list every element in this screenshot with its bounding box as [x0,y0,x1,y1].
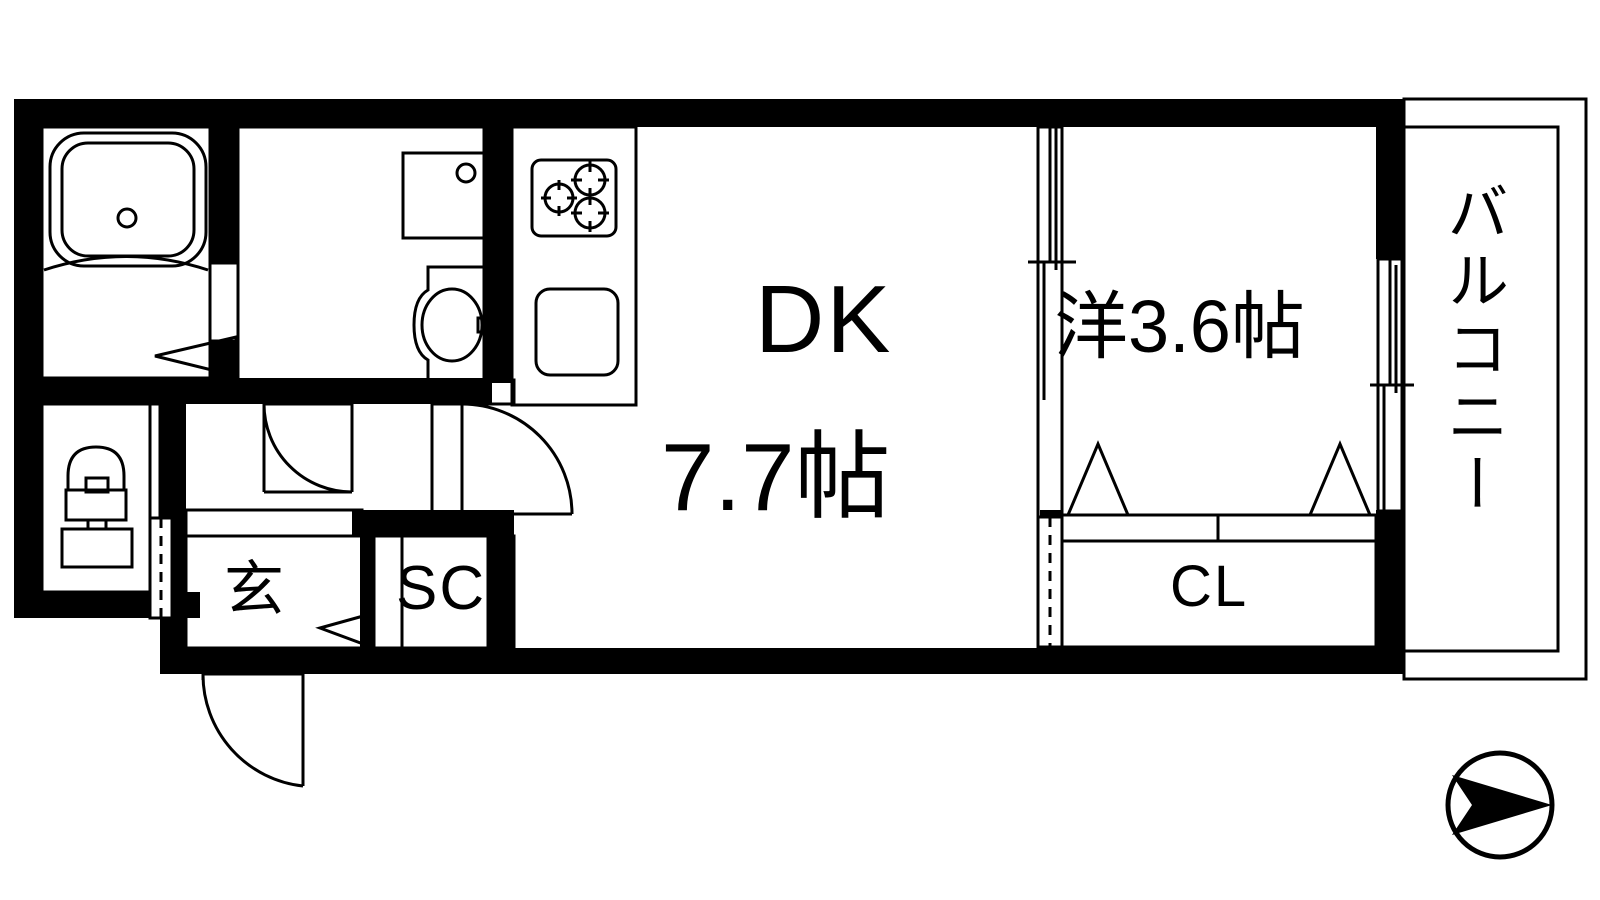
washroom-door-icon [262,378,354,494]
thin-line-group [40,97,1588,788]
hall-door-icon [430,378,574,516]
compass-rose [1445,750,1555,860]
room-label-dk: DK [755,266,893,373]
bath-door-icon [154,261,240,378]
wall-group [14,99,1404,674]
toilet-sliding-door-icon [148,398,174,620]
gas-stove-icon [530,158,618,238]
washing-machine-pan-icon [401,151,486,240]
toilet-room-outline [40,402,162,594]
entrance-door-icon [201,648,305,788]
room-label-balcony: バルコニー [1437,180,1506,520]
room-label-closet: CL [1170,554,1249,619]
kitchen-counter-outline [510,125,638,407]
vanity-sink-icon [412,265,494,385]
kitchen-sink-icon [534,287,620,377]
closet-folding-doors-icon [1060,440,1378,543]
toilet-icon [60,445,134,569]
burner-1 [541,180,577,216]
room-label-western-room: 洋3.6帖 [1054,285,1305,368]
room-area-dk: 7.7帖 [661,424,891,531]
burner-3 [571,194,609,232]
burner-2 [571,161,609,199]
balcony-sliding-door-icon [1370,257,1414,513]
room-label-entrance: 玄 [224,556,284,623]
bathtub-icon [43,131,209,272]
dk-bedroom-partition-icon [1028,125,1076,649]
genkan-outline [184,508,490,650]
washroom-outline [236,125,486,385]
balcony-outline [1402,97,1588,681]
bathroom-outline [40,125,212,380]
room-label-shoe-closet: SC [396,554,487,623]
sc-outline [372,534,516,650]
